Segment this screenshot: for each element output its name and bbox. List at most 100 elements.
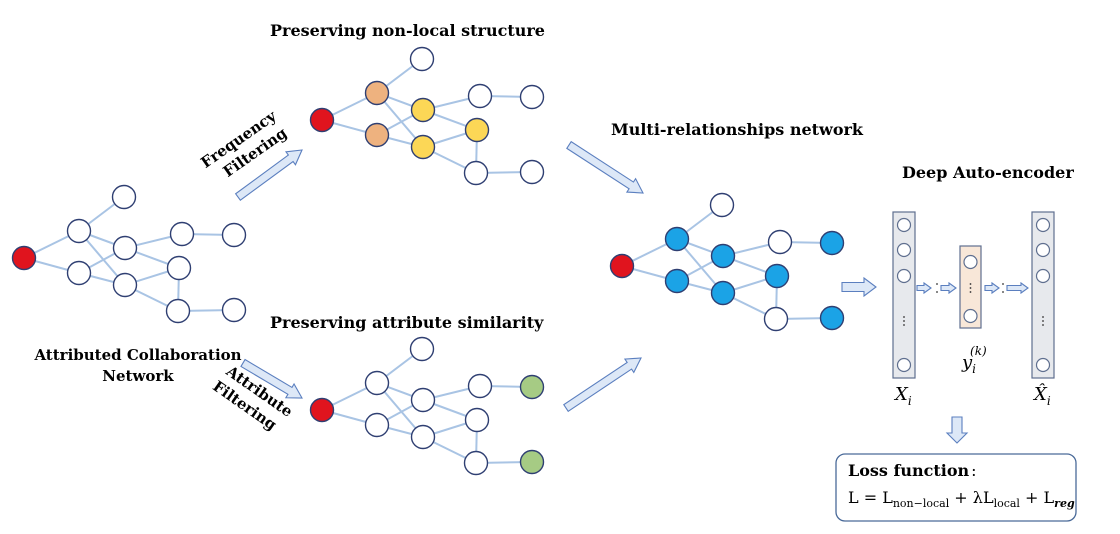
graph-node (609, 253, 635, 279)
loss-function-title: Loss function: (848, 461, 977, 480)
graph-node (112, 235, 138, 261)
graph-node (169, 221, 195, 247)
arrow-to-autoencoder (841, 276, 877, 298)
graph-node (464, 407, 490, 433)
input-graph-label-line1: Attributed Collaboration (33, 346, 241, 364)
ellipsis-dot (1042, 320, 1044, 322)
output-vector (1031, 211, 1055, 379)
graph-node (519, 449, 545, 475)
graph-node (66, 260, 92, 286)
arrow-encode-2 (940, 281, 957, 295)
graph-node (309, 397, 335, 423)
panel-nonlocal-title: Preserving non-local structure (270, 21, 545, 40)
graph-node (519, 84, 545, 110)
autoencoder (892, 211, 1055, 379)
arrow-encode-1 (916, 281, 932, 295)
panel-attribute-title: Preserving attribute similarity (270, 313, 544, 332)
neuron (896, 242, 912, 258)
graph-node (463, 450, 489, 476)
frequency-filter-label: Frequency Filtering (198, 106, 291, 181)
graph-node (364, 122, 390, 148)
neuron (896, 357, 912, 373)
graph-node (463, 160, 489, 186)
neuron (896, 268, 912, 284)
multi-graph (609, 192, 845, 332)
graph-node (710, 243, 736, 269)
ellipsis-dot (969, 291, 972, 293)
graph-node (819, 305, 845, 331)
ellipsis-dot (936, 291, 938, 293)
arrow-to-multi-top (566, 140, 644, 194)
graph-node (410, 134, 436, 160)
graph-node (709, 192, 735, 218)
input-vector-box (892, 211, 916, 379)
neuron (1035, 357, 1051, 373)
input-graph-label-line2: Network (102, 367, 174, 385)
ellipsis-dot (903, 324, 905, 326)
graph-node (710, 280, 736, 306)
graph-node (519, 159, 545, 185)
graph-node (166, 255, 192, 281)
neuron (1035, 242, 1051, 258)
ellipsis-dot (903, 316, 905, 318)
graph-node (464, 117, 490, 143)
graph-node (364, 412, 390, 438)
ellipsis-dot (936, 283, 938, 285)
input-vector (892, 211, 916, 379)
neuron (963, 254, 978, 270)
neuron (896, 217, 912, 233)
graph-node (519, 374, 545, 400)
panel-multi-title: Multi-relationships network (611, 120, 864, 139)
neuron (1035, 217, 1051, 233)
graph-node (364, 370, 390, 396)
graph-node (111, 184, 137, 210)
arrow-to-loss (945, 416, 969, 444)
graph-node (664, 226, 690, 252)
panel-autoencoder-title: Deep Auto-encoder (902, 163, 1074, 182)
graph-node (165, 298, 191, 324)
input-graph (11, 184, 247, 324)
graph-node (410, 97, 436, 123)
graph-node (309, 107, 335, 133)
encoder-hidden-label: yi(k) (961, 344, 987, 376)
graph-node (764, 263, 790, 289)
neuron (963, 308, 978, 324)
encoder-input-label: Xi (893, 384, 912, 408)
graph-node (410, 424, 436, 450)
graph-node (221, 297, 247, 323)
graph-node (221, 222, 247, 248)
attribute-graph (309, 336, 545, 476)
graph-node (819, 230, 845, 256)
ellipsis-dot (1042, 316, 1044, 318)
nonlocal-graph (309, 46, 545, 186)
graph-node (467, 83, 493, 109)
flow-arrows (234, 140, 969, 444)
graph-node (409, 336, 435, 362)
graph-node (364, 80, 390, 106)
arrow-attribute-filter (240, 358, 303, 399)
graph-node (66, 218, 92, 244)
graph-node (409, 46, 435, 72)
neuron (1035, 268, 1051, 284)
graph-node (467, 373, 493, 399)
graph-node (410, 387, 436, 413)
graph-node (664, 268, 690, 294)
ellipsis-dot (1002, 291, 1004, 293)
ellipsis-dot (1042, 324, 1044, 326)
graphs (11, 46, 845, 476)
arrow-decode-1 (984, 281, 1000, 295)
hidden-vector (959, 245, 982, 329)
arrow-to-multi-bottom (563, 357, 642, 413)
arrow-frequency-filter (234, 149, 303, 201)
ellipsis-dot (1002, 283, 1004, 285)
loss-function-box (835, 453, 1077, 522)
graph-node (112, 272, 138, 298)
ellipsis-dot (969, 283, 972, 285)
encoder-output-label: X̂i (1032, 383, 1051, 408)
output-vector-box (1031, 211, 1055, 379)
ellipsis-dot (969, 287, 972, 289)
graph-node (763, 306, 789, 332)
graph-node (11, 245, 37, 271)
graph-node (767, 229, 793, 255)
